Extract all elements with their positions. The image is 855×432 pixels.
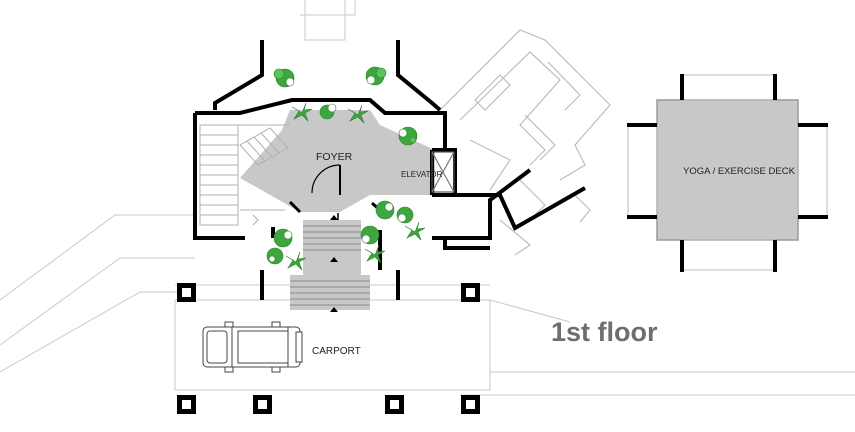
- carport-label: CARPORT: [312, 346, 361, 357]
- tropical-plant-icon: [291, 102, 313, 122]
- tropical-plant-icon: [365, 66, 387, 86]
- deck-label: YOGA / EXERCISE DECK: [683, 166, 796, 177]
- stair-treads: [290, 213, 370, 306]
- tropical-plant-icon: [266, 247, 284, 265]
- elevator-label: ELEVATOR: [401, 170, 443, 179]
- square-column-icon: [253, 395, 272, 414]
- tropical-plant-icon: [396, 206, 414, 224]
- entry-arrows: [330, 215, 338, 312]
- foyer-label: FOYER: [316, 151, 353, 163]
- square-column-icon: [461, 395, 480, 414]
- square-column-icon: [177, 395, 196, 414]
- square-column-icon: [461, 283, 480, 302]
- tropical-plant-icon: [364, 244, 386, 264]
- tropical-plant-icon: [404, 221, 426, 241]
- tropical-plant-icon: [360, 225, 380, 245]
- plants: [266, 66, 426, 271]
- foyer-floor: [240, 110, 435, 212]
- square-column-icon: [177, 283, 196, 302]
- entry-step-upper: [303, 220, 361, 275]
- adjacent-building-outline: [439, 29, 611, 256]
- suv-car-icon: [202, 321, 303, 373]
- tropical-plant-icon: [347, 104, 369, 124]
- yoga-deck: [627, 74, 828, 272]
- tropical-plant-icon: [273, 228, 293, 248]
- square-column-icon: [385, 395, 404, 414]
- floor-title: 1st floor: [551, 317, 658, 347]
- tropical-plant-icon: [398, 126, 418, 146]
- floor-fill-areas: [240, 99, 799, 310]
- tropical-plant-icon: [375, 200, 395, 220]
- tropical-plant-icon: [285, 251, 307, 271]
- interior-stairs: [199, 124, 290, 226]
- carport-columns: [177, 283, 480, 414]
- tropical-plant-icon: [319, 103, 337, 120]
- tropical-plant-icon: [273, 68, 295, 88]
- walls: [193, 40, 586, 300]
